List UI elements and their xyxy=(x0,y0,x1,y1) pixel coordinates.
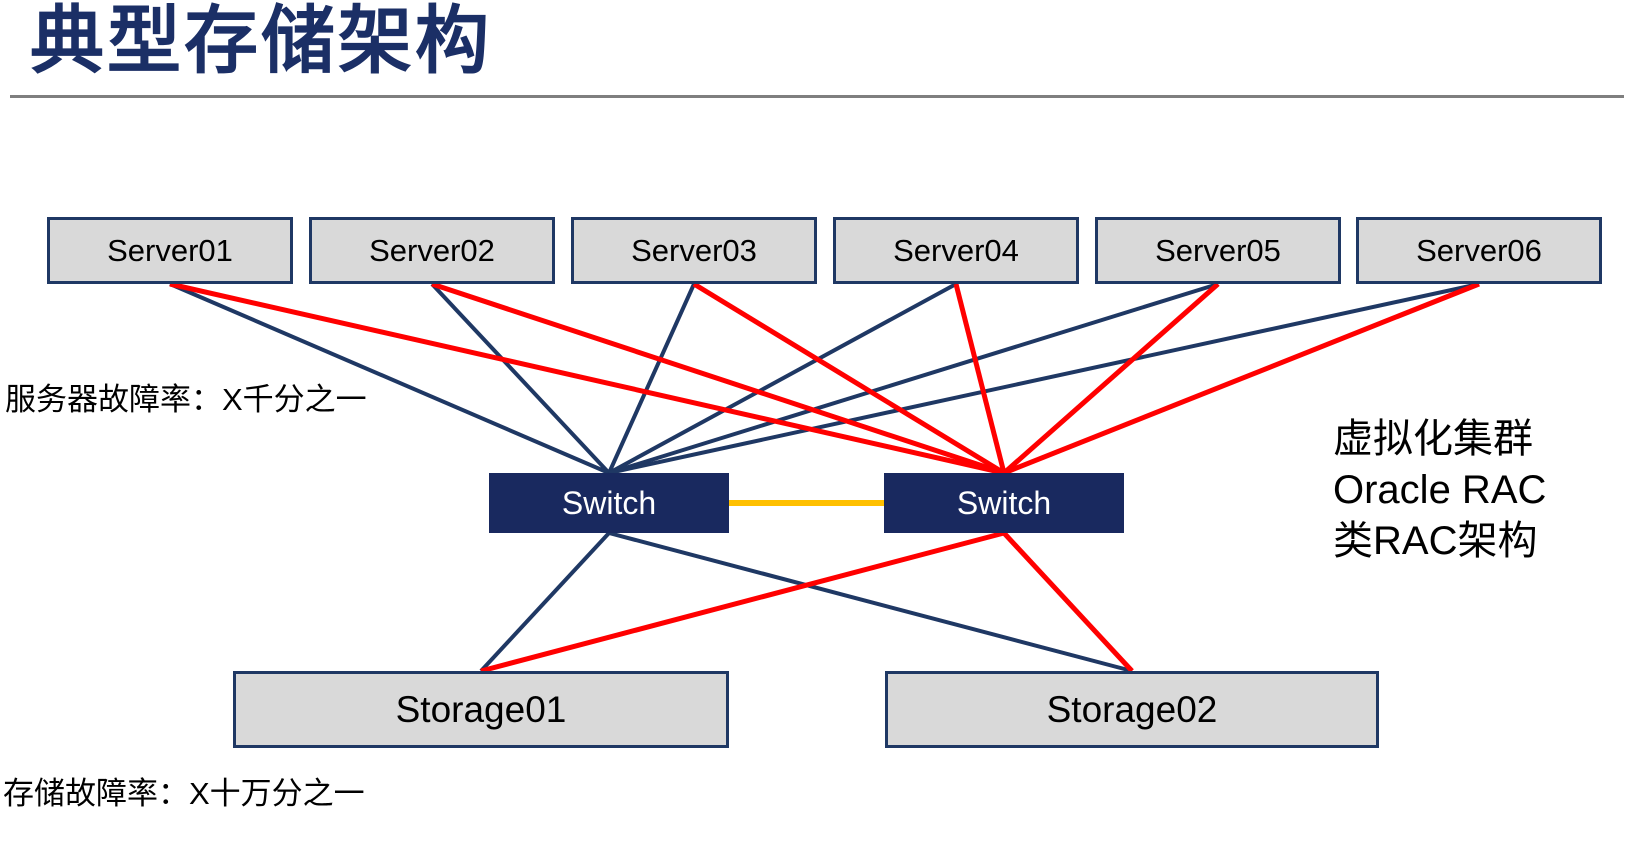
edge-server01-switch-a xyxy=(169,282,610,475)
edge-server04-switch-b xyxy=(953,283,1007,474)
edge-server05-switch-b xyxy=(1002,282,1220,475)
storage01-box: Storage01 xyxy=(233,671,729,748)
cluster-note-line3: 类RAC架构 xyxy=(1333,519,1538,563)
server04-label: Server04 xyxy=(893,232,1019,268)
cluster-note-line2: Oracle RAC xyxy=(1333,468,1547,512)
cluster-note-line1: 虚拟化集群 xyxy=(1333,417,1533,461)
server06-label: Server06 xyxy=(1416,232,1542,268)
edge-server03-switch-b xyxy=(692,281,1006,476)
server01-box: Server01 xyxy=(47,217,293,284)
edge-server02-switch-a xyxy=(430,282,611,475)
storage02-box: Storage02 xyxy=(885,671,1379,748)
server03-label: Server03 xyxy=(631,232,757,268)
server-failure-rate-label: 服务器故障率：X千分之一 xyxy=(5,382,367,417)
edge-server02-switch-b xyxy=(431,281,1005,476)
switch-right-box: Switch xyxy=(884,473,1124,533)
edge-server03-switch-a xyxy=(607,283,696,474)
edge-switch-a-storage01 xyxy=(479,531,611,673)
switch-left-box: Switch xyxy=(489,473,729,533)
storage01-label: Storage01 xyxy=(395,688,567,730)
edge-server01-switch-b xyxy=(169,281,1005,476)
edge-switch-a-storage02 xyxy=(608,531,1133,673)
server03-box: Server03 xyxy=(571,217,817,284)
server01-label: Server01 xyxy=(107,232,233,268)
edge-server05-switch-a xyxy=(608,282,1219,475)
server05-label: Server05 xyxy=(1155,232,1281,268)
edge-switch-b-storage01 xyxy=(480,530,1005,674)
server04-box: Server04 xyxy=(833,217,1079,284)
server02-box: Server02 xyxy=(309,217,555,284)
server06-box: Server06 xyxy=(1356,217,1602,284)
storage-failure-rate-label: 存储故障率：X十万分之一 xyxy=(3,776,365,811)
slide-title: 典型存储架构 xyxy=(30,0,492,82)
edge-switch-b-storage02 xyxy=(1002,531,1134,673)
title-divider xyxy=(10,95,1624,98)
edge-server04-switch-a xyxy=(608,282,957,475)
server02-label: Server02 xyxy=(369,232,495,268)
cluster-note: 虚拟化集群 Oracle RAC 类RAC架构 xyxy=(1333,414,1546,567)
server05-box: Server05 xyxy=(1095,217,1341,284)
switch-right-label: Switch xyxy=(956,484,1052,521)
switch-left-label: Switch xyxy=(561,484,657,521)
storage02-label: Storage02 xyxy=(1046,688,1218,730)
